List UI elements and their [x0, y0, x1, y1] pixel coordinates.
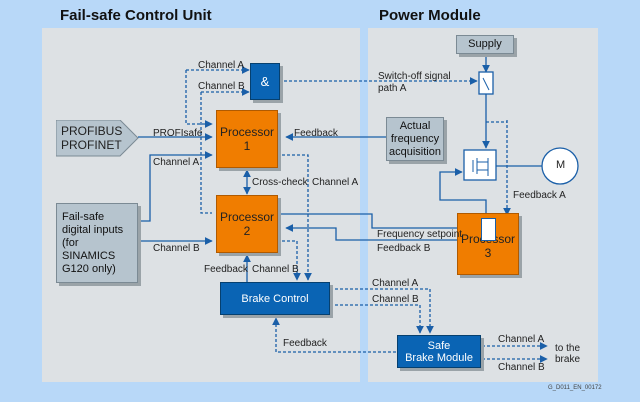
di-line-2: digital inputs — [62, 223, 124, 236]
line-p2-freq — [280, 213, 491, 232]
motor-circle — [541, 147, 579, 185]
profibus-label-1: PROFIBUS — [61, 124, 123, 138]
feedback-b-label: Feedback B — [377, 243, 431, 254]
safe-brake-module-block[interactable]: Safe Brake Module — [397, 335, 481, 368]
figure-id: G_D011_EN_00172 — [548, 385, 602, 391]
p2-feedback-label: Feedback — [204, 264, 248, 275]
and-ch-a-label: Channel A — [198, 60, 245, 71]
feedback-a-label: Feedback A — [513, 190, 566, 201]
sbm-line-2: Brake Module — [405, 351, 473, 364]
di-ch-a-label: Channel A — [153, 157, 200, 168]
digital-inputs-block[interactable]: Fail-safe digital inputs (for SINAMICS G… — [56, 203, 138, 283]
profibus-block[interactable]: PROFIBUS PROFINET — [56, 120, 139, 157]
bc-ch-a-label: Channel A — [372, 278, 419, 289]
control-unit-title: Fail-safe Control Unit — [60, 7, 212, 24]
and-gate-block[interactable]: & — [250, 63, 280, 100]
supply-block[interactable]: Supply — [456, 35, 514, 54]
line-bc-ch-b — [335, 304, 424, 334]
di-ch-b-label: Channel B — [153, 243, 200, 254]
line-p1-ch-a — [282, 154, 312, 281]
di-line-1: Fail-safe — [62, 210, 105, 223]
fa-line-1: Actual — [399, 119, 431, 132]
line-p2-ch-b — [282, 240, 301, 281]
out-ch-b-label: Channel B — [498, 362, 545, 373]
feedback-p1-label: Feedback — [294, 128, 338, 139]
switch-icon-p3 — [481, 218, 496, 241]
inverter-icon — [463, 149, 497, 181]
profibus-label-2: PROFINET — [61, 138, 122, 152]
di-line-3: (for — [62, 236, 79, 249]
p2-ch-b-label: Channel B — [252, 264, 299, 275]
switch-off-label-1: Switch-off signal — [378, 71, 451, 82]
fa-line-3: acquisition — [389, 145, 441, 158]
out-ch-a-label: Channel A — [498, 334, 545, 345]
line-p3-inverter — [439, 168, 487, 215]
di-line-5: G120 only) — [62, 262, 116, 275]
motor-label: M — [556, 159, 566, 171]
line-di-ch-a — [138, 151, 213, 222]
processor-1-block[interactable]: Processor 1 — [216, 110, 278, 168]
profisafe-label: PROFIsafe — [153, 128, 203, 139]
freq-setpoint-label: Frequency setpoint — [377, 229, 463, 240]
sbm-line-1: Safe — [427, 339, 451, 352]
freq-acquisition-block[interactable]: Actual frequency acquisition — [386, 117, 444, 161]
switch-off-label-2: path A — [378, 83, 407, 94]
to-brake-label-2: brake — [555, 354, 581, 365]
line-sbm-feedback — [272, 317, 396, 353]
processor-2-block[interactable]: Processor 2 — [216, 195, 278, 253]
line-and-ch-a — [185, 70, 213, 128]
ch-a-vertical-label: Channel A — [312, 177, 359, 188]
fa-line-2: frequency — [390, 132, 440, 145]
power-module-title: Power Module — [379, 7, 481, 24]
line-feedback-b — [285, 224, 460, 241]
line-bc-ch-a — [335, 288, 434, 334]
profibus-shape — [56, 120, 139, 157]
bc-ch-b-label: Channel B — [372, 294, 419, 305]
to-brake-label-1: to the — [555, 343, 581, 354]
sbm-feedback-label: Feedback — [283, 338, 327, 349]
cross-check-label: Cross-check — [252, 177, 308, 188]
and-ch-b-label: Channel B — [198, 81, 245, 92]
di-line-4: SINAMICS — [62, 249, 116, 262]
line-and-ch-b-down — [200, 92, 212, 214]
brake-control-block[interactable]: Brake Control — [220, 282, 330, 315]
